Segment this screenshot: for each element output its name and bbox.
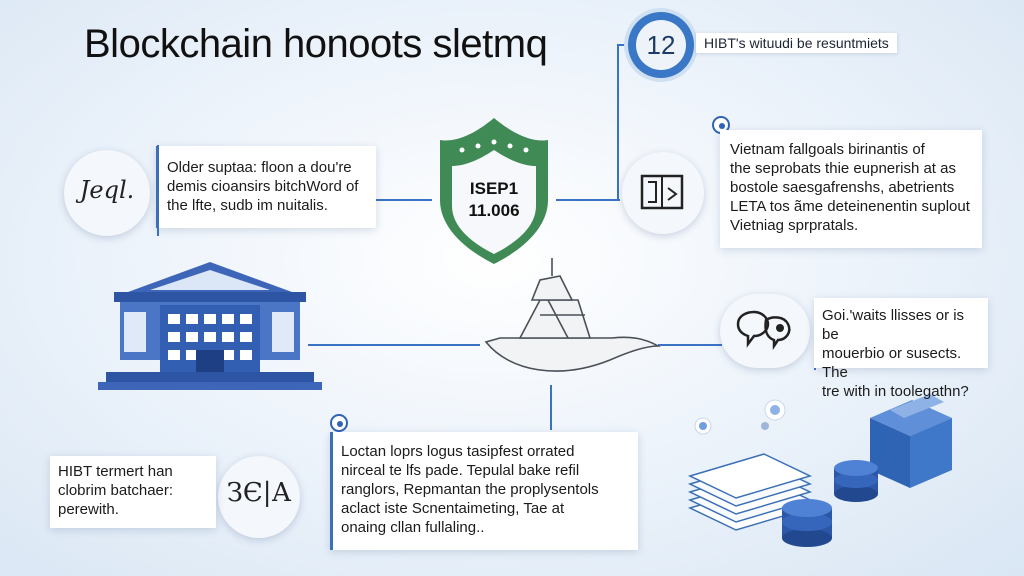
shield-label: ISEP1 11.006 (468, 179, 520, 220)
shield-icon (440, 118, 548, 264)
info-card-right-mid: Goi.'waits llisses or is be mouerbio or … (814, 298, 988, 400)
handwriting-icon: ЗЄ|А (226, 478, 292, 508)
info-card-right-top: Vietnam fallgoals birinantis of the sepr… (720, 130, 982, 248)
bank-building-icon (98, 262, 322, 390)
box-icon (870, 394, 952, 488)
badge-label: HIBT's wituudi be resuntmiets (696, 33, 897, 53)
signature-logo-icon: Jeql. (79, 176, 135, 204)
page-title: Blockchain honoots sletmq (84, 22, 548, 66)
ship-icon (484, 258, 662, 372)
info-card-left-top: Older suptaa: floon a dou're demis cioan… (156, 146, 376, 228)
marker-dot (330, 414, 348, 432)
chat-bubbles-icon (736, 310, 791, 351)
signature-circle: ЗЄ|А (218, 456, 300, 538)
step-number: 12 (636, 20, 686, 70)
step-number-badge: 12 (628, 12, 694, 78)
info-card-bottom-left: HIBT termert han clobrim batchaer: perew… (50, 456, 216, 528)
chat-circle (720, 294, 810, 368)
coin-stack-icon (782, 460, 878, 547)
logo-circle: Jeql. (64, 150, 150, 236)
info-card-bottom-center: Loctan loprs logus tasipfest orrated nir… (330, 432, 638, 550)
book-circle (622, 152, 704, 234)
paper-stack-icon (687, 453, 813, 531)
floating-coin-icon (694, 399, 786, 435)
book-icon (640, 174, 684, 210)
